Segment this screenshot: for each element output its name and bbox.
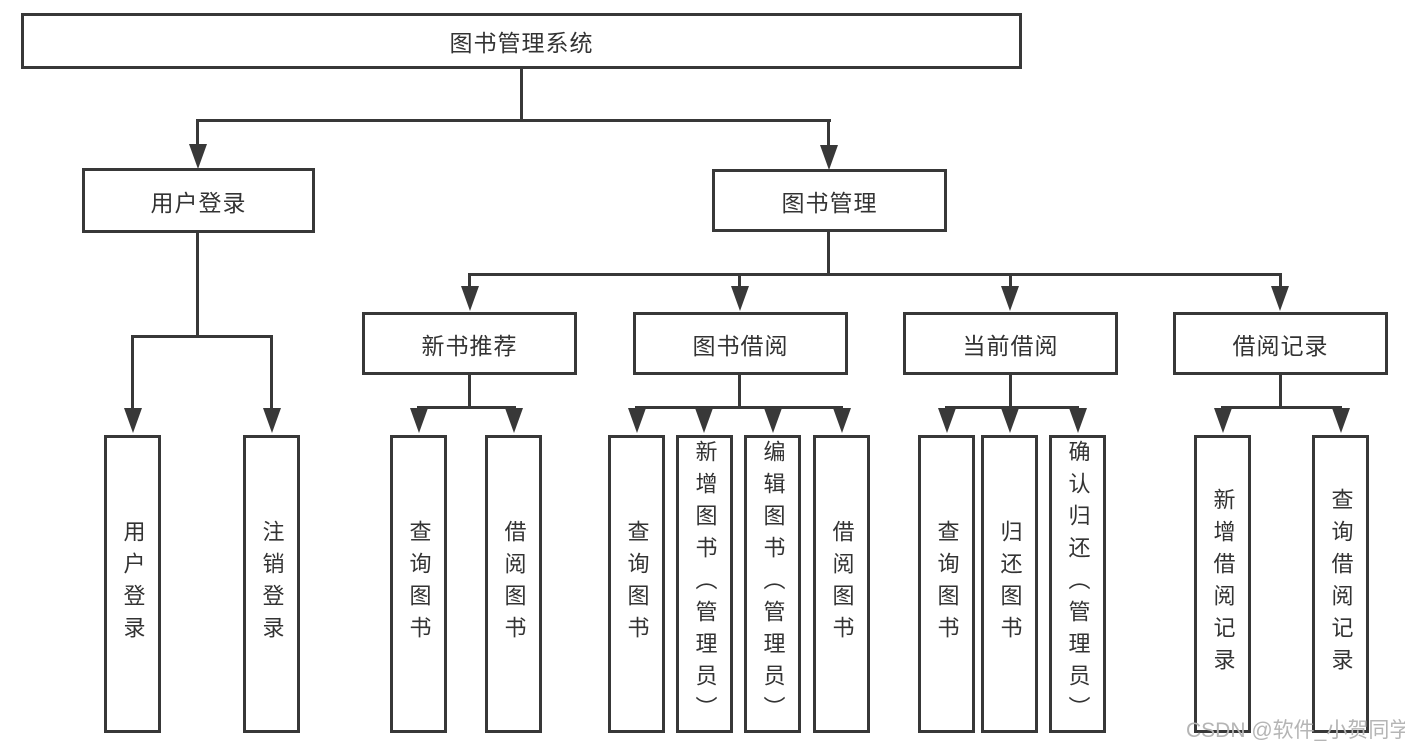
leaf-user-login: 用户登录 [104,435,161,733]
connector-hline [468,273,1281,276]
arrow-down-icon [764,408,782,433]
leaf-logout: 注销登录 [243,435,300,733]
node-label: 图书管理系统 [449,30,594,56]
node-library-management-system: 图书管理系统 [21,13,1022,69]
leaf-confirm-return-admin: 确认归还（管理员） [1049,435,1106,733]
connector-hline [1221,406,1342,409]
leaf-borrow-books-1: 借阅图书 [485,435,542,733]
connector-vline [1279,375,1282,408]
connector-vline [738,375,741,408]
node-label: 借阅图书 [829,520,855,648]
arrow-down-icon [938,408,956,433]
node-label: 查询图书 [406,520,432,648]
leaf-query-borrow-record: 查询借阅记录 [1312,435,1369,733]
connector-vline [468,375,471,408]
node-label: 新增图书（管理员） [692,440,718,728]
connector-vline [827,119,830,148]
arrow-down-icon [1214,408,1232,433]
node-borrow-record: 借阅记录 [1173,312,1388,375]
node-label: 新书推荐 [421,332,518,359]
leaf-add-borrow-record: 新增借阅记录 [1194,435,1251,733]
node-current-borrow: 当前借阅 [903,312,1118,375]
connector-vline [196,119,199,147]
arrow-down-icon [731,286,749,311]
arrow-down-icon [1001,286,1019,311]
connector-vline [196,233,199,337]
node-label: 编辑图书（管理员） [760,440,786,728]
node-label: 借阅记录 [1232,332,1329,359]
leaf-borrow-books-2: 借阅图书 [813,435,870,733]
arrow-down-icon [833,408,851,433]
connector-vline [1009,375,1012,408]
node-label: 归还图书 [997,520,1023,648]
leaf-return-books: 归还图书 [981,435,1038,733]
connector-vline [1009,273,1012,289]
connector-hline [131,335,273,338]
arrow-down-icon [410,408,428,433]
node-label: 注销登录 [259,520,285,648]
node-label: 图书管理 [781,189,878,216]
leaf-add-books-admin: 新增图书（管理员） [676,435,733,733]
node-label: 用户登录 [120,520,146,648]
node-label: 确认归还（管理员） [1065,440,1091,728]
node-label: 图书借阅 [692,332,789,359]
leaf-edit-books-admin: 编辑图书（管理员） [744,435,801,733]
arrow-down-icon [505,408,523,433]
connector-vline [1279,273,1282,289]
arrow-down-icon [461,286,479,311]
connector-vline [520,69,523,121]
node-label: 借阅图书 [501,520,527,648]
arrow-down-icon [820,145,838,170]
connector-hline [196,119,831,122]
leaf-query-books-1: 查询图书 [390,435,447,733]
connector-hline [945,406,1079,409]
csdn-watermark: CSDN @软件_小贺同学 [1186,719,1405,742]
arrow-down-icon [1069,408,1087,433]
arrow-down-icon [695,408,713,433]
connector-vline [468,273,471,289]
node-new-book-recommend: 新书推荐 [362,312,577,375]
connector-vline [827,232,830,275]
node-label: 查询图书 [934,520,960,648]
arrow-down-icon [1332,408,1350,433]
node-book-management: 图书管理 [712,169,947,232]
arrow-down-icon [263,408,281,433]
node-label: 用户登录 [150,189,247,216]
arrow-down-icon [1271,286,1289,311]
connector-vline [270,335,273,411]
node-label: 新增借阅记录 [1210,488,1236,680]
leaf-query-books-2: 查询图书 [608,435,665,733]
node-label: 当前借阅 [962,332,1059,359]
node-book-borrow: 图书借阅 [633,312,848,375]
connector-hline [635,406,843,409]
arrow-down-icon [189,144,207,169]
leaf-query-books-3: 查询图书 [918,435,975,733]
node-label: 查询图书 [624,520,650,648]
connector-vline [131,335,134,411]
node-label: 查询借阅记录 [1328,488,1354,680]
node-user-login: 用户登录 [82,168,315,233]
connector-hline [417,406,516,409]
arrow-down-icon [1001,408,1019,433]
connector-vline [738,273,741,289]
arrow-down-icon [628,408,646,433]
arrow-down-icon [124,408,142,433]
